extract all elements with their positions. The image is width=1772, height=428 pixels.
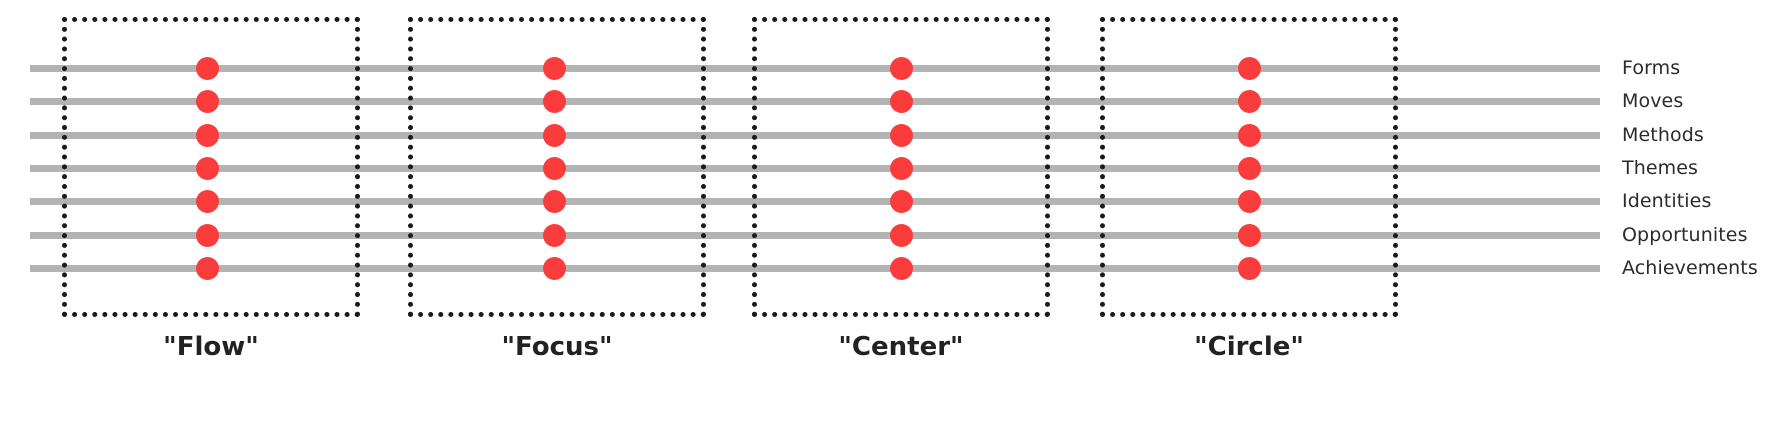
node-dot[interactable] bbox=[542, 189, 566, 213]
node-dot[interactable] bbox=[1237, 56, 1261, 80]
group-box bbox=[1100, 17, 1398, 317]
node-dot[interactable] bbox=[542, 56, 566, 80]
node-dot[interactable] bbox=[889, 256, 913, 280]
node-dot[interactable] bbox=[1237, 223, 1261, 247]
node-dot[interactable] bbox=[1237, 123, 1261, 147]
rail-line bbox=[30, 164, 1600, 172]
node-dot[interactable] bbox=[542, 223, 566, 247]
node-dot[interactable] bbox=[889, 123, 913, 147]
node-dot[interactable] bbox=[889, 156, 913, 180]
rail-line bbox=[30, 97, 1600, 105]
row-label-themes: Themes bbox=[1622, 157, 1699, 179]
row-label-forms: Forms bbox=[1622, 57, 1681, 79]
node-dot[interactable] bbox=[195, 223, 219, 247]
node-dot[interactable] bbox=[542, 89, 566, 113]
group-caption-4: "Circle" bbox=[1194, 332, 1304, 362]
group-caption-2: "Focus" bbox=[501, 332, 613, 362]
group-caption-3: "Center" bbox=[838, 332, 964, 362]
node-dot[interactable] bbox=[889, 223, 913, 247]
group-box bbox=[408, 17, 706, 317]
group-caption-1: "Flow" bbox=[163, 332, 259, 362]
node-dot[interactable] bbox=[195, 89, 219, 113]
node-dot[interactable] bbox=[195, 156, 219, 180]
rail-line bbox=[30, 197, 1600, 205]
row-label-moves: Moves bbox=[1622, 90, 1684, 112]
row-label-opportunites: Opportunites bbox=[1622, 224, 1748, 246]
node-dot[interactable] bbox=[542, 123, 566, 147]
row-label-identities: Identities bbox=[1622, 190, 1712, 212]
node-dot[interactable] bbox=[1237, 256, 1261, 280]
node-dot[interactable] bbox=[889, 56, 913, 80]
node-dot[interactable] bbox=[1237, 89, 1261, 113]
rail-line bbox=[30, 264, 1600, 272]
group-box bbox=[752, 17, 1050, 317]
rail-line bbox=[30, 131, 1600, 139]
node-dot[interactable] bbox=[889, 89, 913, 113]
group-box bbox=[62, 17, 360, 317]
node-dot[interactable] bbox=[1237, 189, 1261, 213]
node-dot[interactable] bbox=[542, 256, 566, 280]
node-dot[interactable] bbox=[195, 256, 219, 280]
node-dot[interactable] bbox=[1237, 156, 1261, 180]
row-label-methods: Methods bbox=[1622, 124, 1704, 146]
node-dot[interactable] bbox=[195, 123, 219, 147]
rail-line bbox=[30, 231, 1600, 239]
node-dot[interactable] bbox=[195, 56, 219, 80]
node-dot[interactable] bbox=[195, 189, 219, 213]
node-dot[interactable] bbox=[542, 156, 566, 180]
rail-line bbox=[30, 64, 1600, 72]
node-dot[interactable] bbox=[889, 189, 913, 213]
row-label-achievements: Achievements bbox=[1622, 257, 1758, 279]
